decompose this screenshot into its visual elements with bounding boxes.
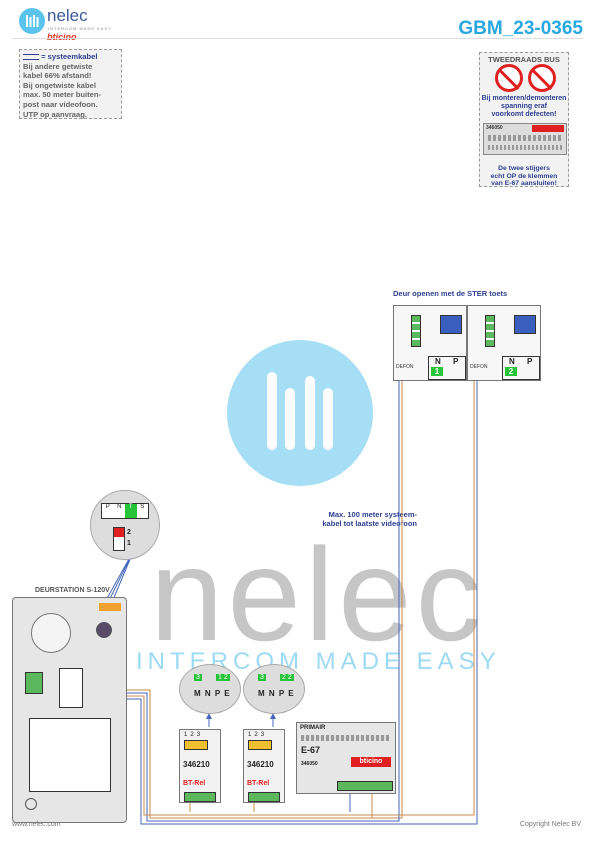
cable-note-line: UTP op aanvraag. xyxy=(23,109,88,119)
document-id: GBM_23-0365 xyxy=(458,18,583,39)
monitor-id: 2 xyxy=(505,367,517,376)
relay-1-detail: 3 1 2 M N P E xyxy=(179,664,241,714)
vent-grille xyxy=(301,735,389,741)
brand-slogan: INTERCOM MADE EASY xyxy=(48,26,112,31)
cable-note-line: kabel 66% afstand! xyxy=(23,71,92,81)
relay-bottom-terminal xyxy=(184,792,216,802)
power-terminal xyxy=(337,781,393,791)
dip-switch xyxy=(113,527,125,551)
cable-note-title: = systeemkabel xyxy=(23,52,118,62)
monitor-screen-icon xyxy=(440,315,462,334)
no-voltage-icon xyxy=(528,64,556,92)
camera-icon xyxy=(96,622,112,638)
cable-note-line: max. 50 meter buiten- xyxy=(23,90,102,100)
dip-digit: 2 xyxy=(127,529,131,536)
cable-note-line: Bij andere getwiste xyxy=(23,61,93,71)
power-part: 346050 xyxy=(301,761,318,767)
relay-terminals: 123 xyxy=(248,732,268,738)
warning-title: TWEEDRAADS BUS xyxy=(488,55,560,64)
monitor-id: 1 xyxy=(431,367,443,376)
watermark-bars-icon xyxy=(267,372,333,450)
relay-terminal-block xyxy=(184,740,208,750)
cable-note-line: Bij ongetwiste kabel xyxy=(23,80,97,90)
defon-label: DEFON xyxy=(396,364,414,370)
monitor-screen-icon xyxy=(514,315,536,334)
relay-code: 346210 xyxy=(183,760,210,769)
door-station-label: DEURSTATION S-120V xyxy=(35,587,110,594)
power-model: E-67 xyxy=(301,745,321,755)
monitor-terminal xyxy=(411,315,421,347)
speaker-icon xyxy=(31,613,71,653)
brand-name: nelec xyxy=(47,6,88,25)
relay-2-detail: 3 2 2 M N P E xyxy=(243,664,305,714)
dip-digit: 1 xyxy=(127,540,131,547)
cable-note: = systeemkabel Bij andere getwiste kabel… xyxy=(19,49,122,119)
cable-symbol-icon xyxy=(23,54,39,60)
relay-brand: BT-Rel xyxy=(247,780,270,787)
warning-box: TWEEDRAADS BUS Bij monteren/demonteren s… xyxy=(479,52,569,187)
door-station xyxy=(12,597,127,823)
watermark-brand: nelec xyxy=(150,521,486,668)
power-supply: PRIMAIR E-67 346050 bticino xyxy=(296,722,396,794)
defon-label: DEFON xyxy=(470,364,488,370)
cable-note-line: post naar videofoon. xyxy=(23,99,98,109)
footer-copyright: Copyright Nelec BV xyxy=(519,821,581,828)
door-station-terminal xyxy=(25,672,43,694)
ster-title: Deur openen met de STER toets xyxy=(393,289,508,298)
monitor-terminal xyxy=(485,315,495,347)
power-brand: bticino xyxy=(351,757,391,767)
header-divider xyxy=(12,38,583,39)
footer-website: www.nelec.com xyxy=(12,821,61,828)
relay-unit-1: 123 346210 BT-Rel xyxy=(179,729,221,803)
watermark-logo-icon xyxy=(227,340,373,486)
warning-text: Bij monteren/demonteren spanning eraf vo… xyxy=(481,95,567,118)
door-station-connector xyxy=(59,668,83,708)
relay-brand: BT-Rel xyxy=(183,780,206,787)
power-supply-mini: 346050 xyxy=(483,123,567,155)
distance-note: Max. 100 meter systeem-kabel tot laatste… xyxy=(322,510,417,528)
switch-detail: P N T S 2 1 xyxy=(90,490,160,560)
relay-unit-2: 123 346210 BT-Rel xyxy=(243,729,285,803)
no-plug-icon xyxy=(495,64,523,92)
warning-instruction: De twee stijgers echt OP de klemmen van … xyxy=(490,165,558,187)
relay-bottom-terminal xyxy=(248,792,280,802)
door-station-display xyxy=(29,718,111,792)
relay-code: 346210 xyxy=(247,760,274,769)
power-primary-label: PRIMAIR xyxy=(300,725,326,731)
switch-terminal-block: P N T S xyxy=(101,503,149,519)
bticino-logo: bticino xyxy=(47,32,77,42)
nelec-logo-icon xyxy=(19,8,45,34)
door-station-button-icon xyxy=(25,798,37,810)
relay-terminals: 123 xyxy=(184,732,204,738)
door-station-badge xyxy=(99,603,121,611)
relay-terminal-block xyxy=(248,740,272,750)
